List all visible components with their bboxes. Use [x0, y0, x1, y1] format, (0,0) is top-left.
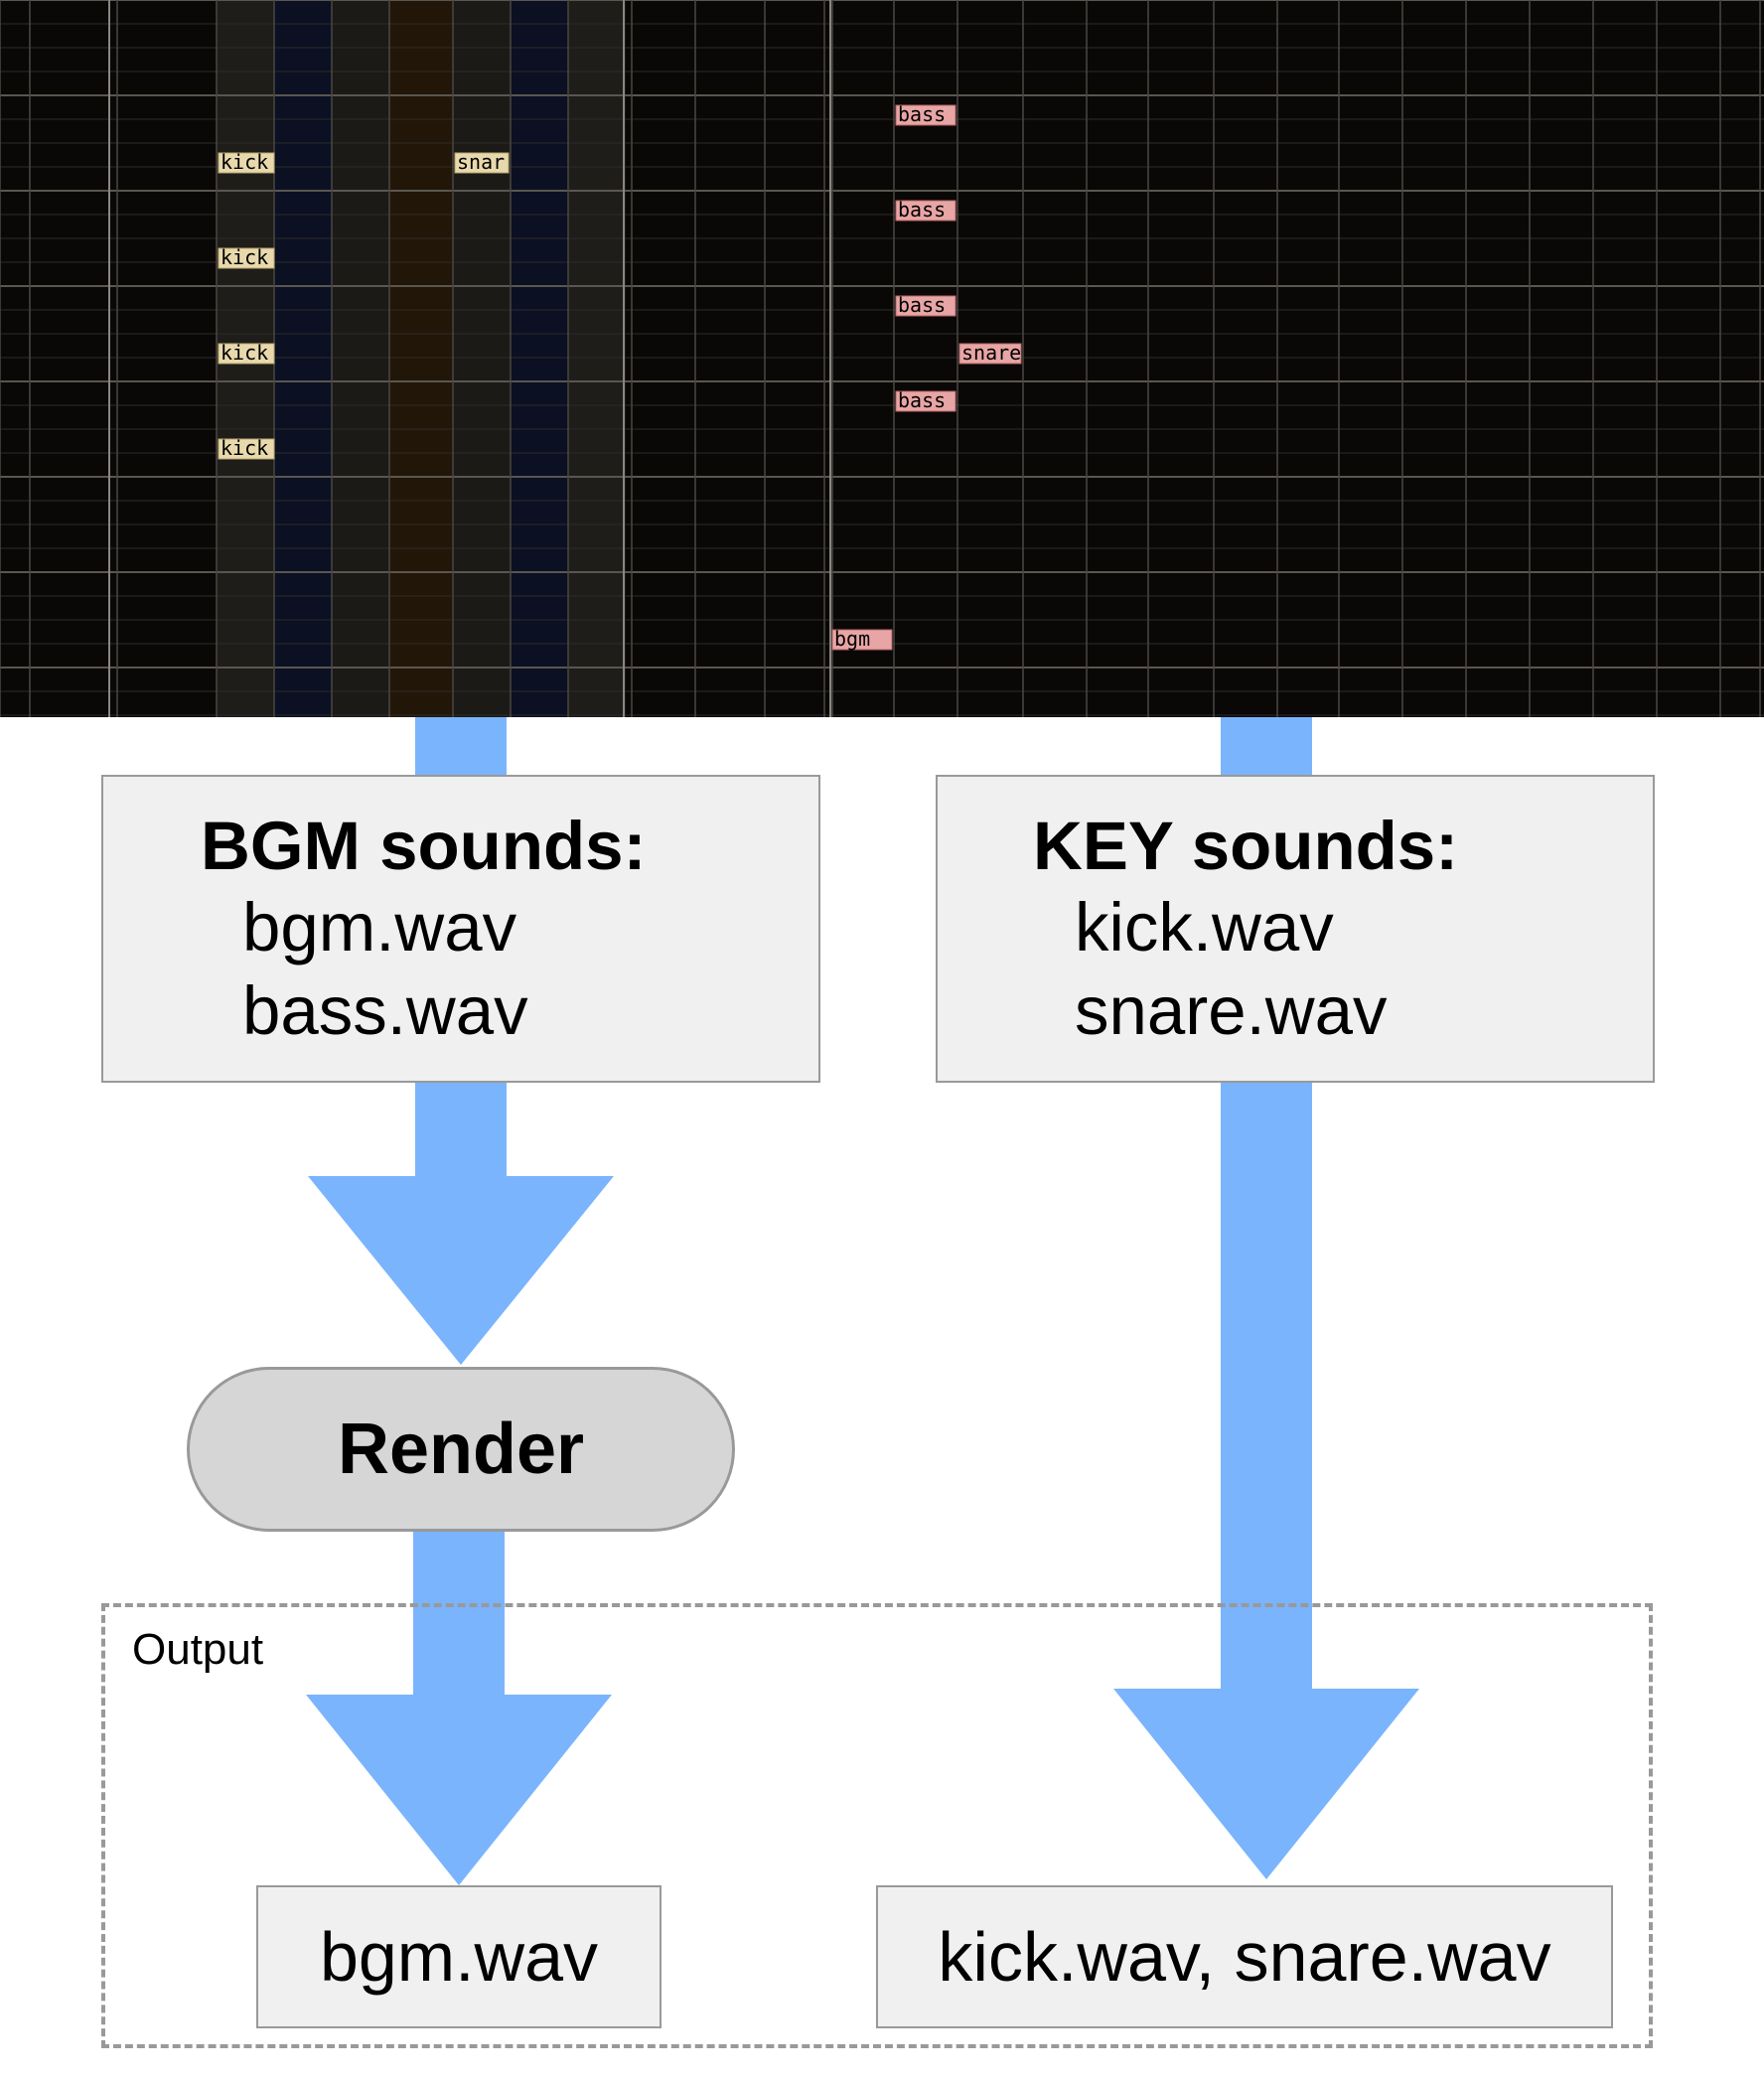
output-frame — [101, 1603, 1653, 2048]
note-label: snar — [457, 150, 505, 174]
bgm-file-bass: bass.wav — [242, 972, 528, 1049]
key-to-output-arrowhead — [1113, 1689, 1419, 1879]
bgm-file-bgm: bgm.wav — [242, 889, 517, 966]
bgm-to-render-arrowhead — [308, 1176, 614, 1365]
bgm-sounds-title: BGM sounds: — [201, 808, 647, 884]
note-snare-bgm[interactable]: snare — [958, 341, 1022, 365]
note-label: bass — [898, 102, 946, 126]
output-label: Output — [132, 1625, 264, 1674]
key-to-output-shaft — [1221, 1081, 1312, 1693]
editor-notes: kick kick kick kick snar bass — [218, 102, 1022, 651]
note-kick-2[interactable]: kick — [218, 245, 275, 269]
note-label: snare — [961, 341, 1021, 365]
key-sounds-title: KEY sounds: — [1033, 808, 1459, 884]
note-label: kick — [220, 436, 268, 460]
key-file-snare: snare.wav — [1075, 972, 1388, 1049]
output-key-wavs: kick.wav, snare.wav — [876, 1885, 1613, 2028]
note-bass-3[interactable]: bass — [895, 293, 956, 317]
note-label: kick — [220, 150, 268, 174]
bgm-sounds-box: BGM sounds: bgm.wav bass.wav — [101, 775, 820, 1083]
bgm-to-render-shaft — [415, 1081, 507, 1180]
bgm-input-connector — [415, 717, 507, 777]
render-to-output-shaft — [413, 1530, 505, 1699]
note-kick-1[interactable]: kick — [218, 150, 275, 174]
note-bass-2[interactable]: bass — [895, 198, 956, 222]
note-label: bgm — [834, 627, 870, 651]
note-label: bass — [898, 198, 946, 222]
key-input-connector — [1221, 717, 1312, 777]
render-to-output-arrowhead — [306, 1695, 612, 1885]
note-kick-4[interactable]: kick — [218, 436, 275, 460]
note-label: kick — [220, 245, 268, 269]
note-label: bass — [898, 293, 946, 317]
note-kick-3[interactable]: kick — [218, 341, 275, 365]
key-file-kick: kick.wav — [1075, 889, 1334, 966]
note-bass-1[interactable]: bass — [895, 102, 956, 126]
note-bass-4[interactable]: bass — [895, 388, 956, 412]
output-bgm-wav: bgm.wav — [256, 1885, 662, 2028]
render-label: Render — [337, 1410, 585, 1489]
note-bgm[interactable]: bgm — [831, 627, 893, 651]
render-step: Render — [187, 1367, 735, 1532]
note-snare-key[interactable]: snar — [454, 150, 510, 174]
note-label: bass — [898, 388, 946, 412]
chart-editor-view: kick kick kick kick snar bass — [0, 0, 1764, 717]
key-sounds-box: KEY sounds: kick.wav snare.wav — [936, 775, 1655, 1083]
note-label: kick — [220, 341, 268, 365]
